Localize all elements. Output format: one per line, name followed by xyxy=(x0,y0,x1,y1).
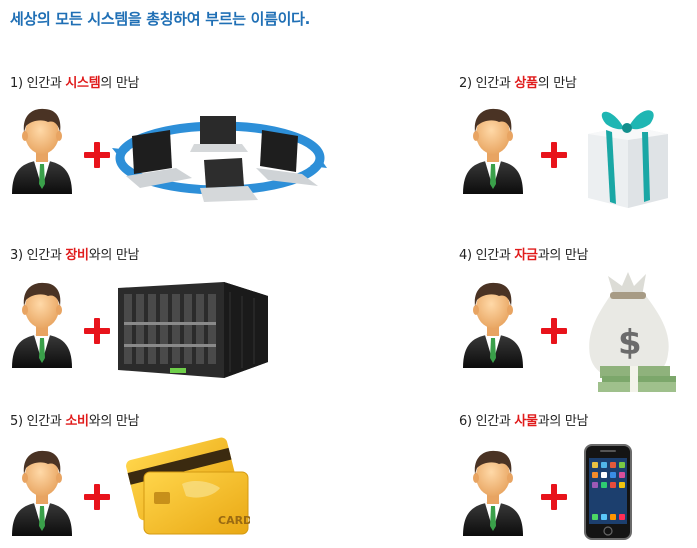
gift-box-icon xyxy=(580,98,675,210)
caption-prefix: 2) 인간과 xyxy=(459,76,515,91)
caption-prefix: 4) 인간과 xyxy=(459,248,515,263)
svg-text:$: $ xyxy=(618,323,642,363)
caption-system: 1) 인간과 시스템의 만남 xyxy=(10,72,139,91)
caption-prefix: 6) 인간과 xyxy=(459,414,515,429)
caption-highlight: 장비 xyxy=(65,248,89,263)
plus-icon xyxy=(541,484,567,510)
plus-icon xyxy=(84,318,110,344)
page-title: 세상의 모든 시스템을 총칭하여 부르는 이름이다. xyxy=(10,10,311,28)
caption-suffix: 와의 만남 xyxy=(88,414,140,429)
caption-suffix: 의 만남 xyxy=(100,76,140,91)
person-icon xyxy=(459,104,527,194)
caption-prefix: 3) 인간과 xyxy=(10,248,66,263)
caption-highlight: 소비 xyxy=(65,414,89,429)
caption-things: 6) 인간과 사물과의 만남 xyxy=(459,410,589,429)
person-icon xyxy=(459,278,527,368)
plus-icon xyxy=(541,142,567,168)
caption-prefix: 5) 인간과 xyxy=(10,414,66,429)
caption-equipment: 3) 인간과 장비와의 만남 xyxy=(10,244,140,263)
caption-highlight: 사물 xyxy=(514,414,538,429)
plus-icon xyxy=(84,142,110,168)
plus-icon xyxy=(84,484,110,510)
card-label: CARD xyxy=(218,514,250,527)
caption-product: 2) 인간과 상품의 만남 xyxy=(459,72,577,91)
caption-prefix: 1) 인간과 xyxy=(10,76,66,91)
caption-suffix: 과의 만남 xyxy=(537,414,589,429)
money-bag-icon: $ xyxy=(580,270,684,394)
caption-highlight: 상품 xyxy=(514,76,538,91)
person-icon xyxy=(8,446,76,536)
caption-consumption: 5) 인간과 소비와의 만남 xyxy=(10,410,140,429)
plus-icon xyxy=(541,318,567,344)
credit-card-icon: CARD xyxy=(122,436,250,536)
caption-highlight: 시스템 xyxy=(65,76,101,91)
person-icon xyxy=(459,446,527,536)
caption-funds: 4) 인간과 자금과의 만남 xyxy=(459,244,589,263)
network-laptops-icon xyxy=(112,108,327,206)
person-icon xyxy=(8,278,76,368)
caption-suffix: 과의 만남 xyxy=(537,248,589,263)
caption-suffix: 와의 만남 xyxy=(88,248,140,263)
caption-suffix: 의 만남 xyxy=(537,76,577,91)
caption-highlight: 자금 xyxy=(514,248,538,263)
smartphone-icon xyxy=(584,444,632,540)
person-icon xyxy=(8,104,76,194)
server-rack-icon xyxy=(118,282,268,378)
